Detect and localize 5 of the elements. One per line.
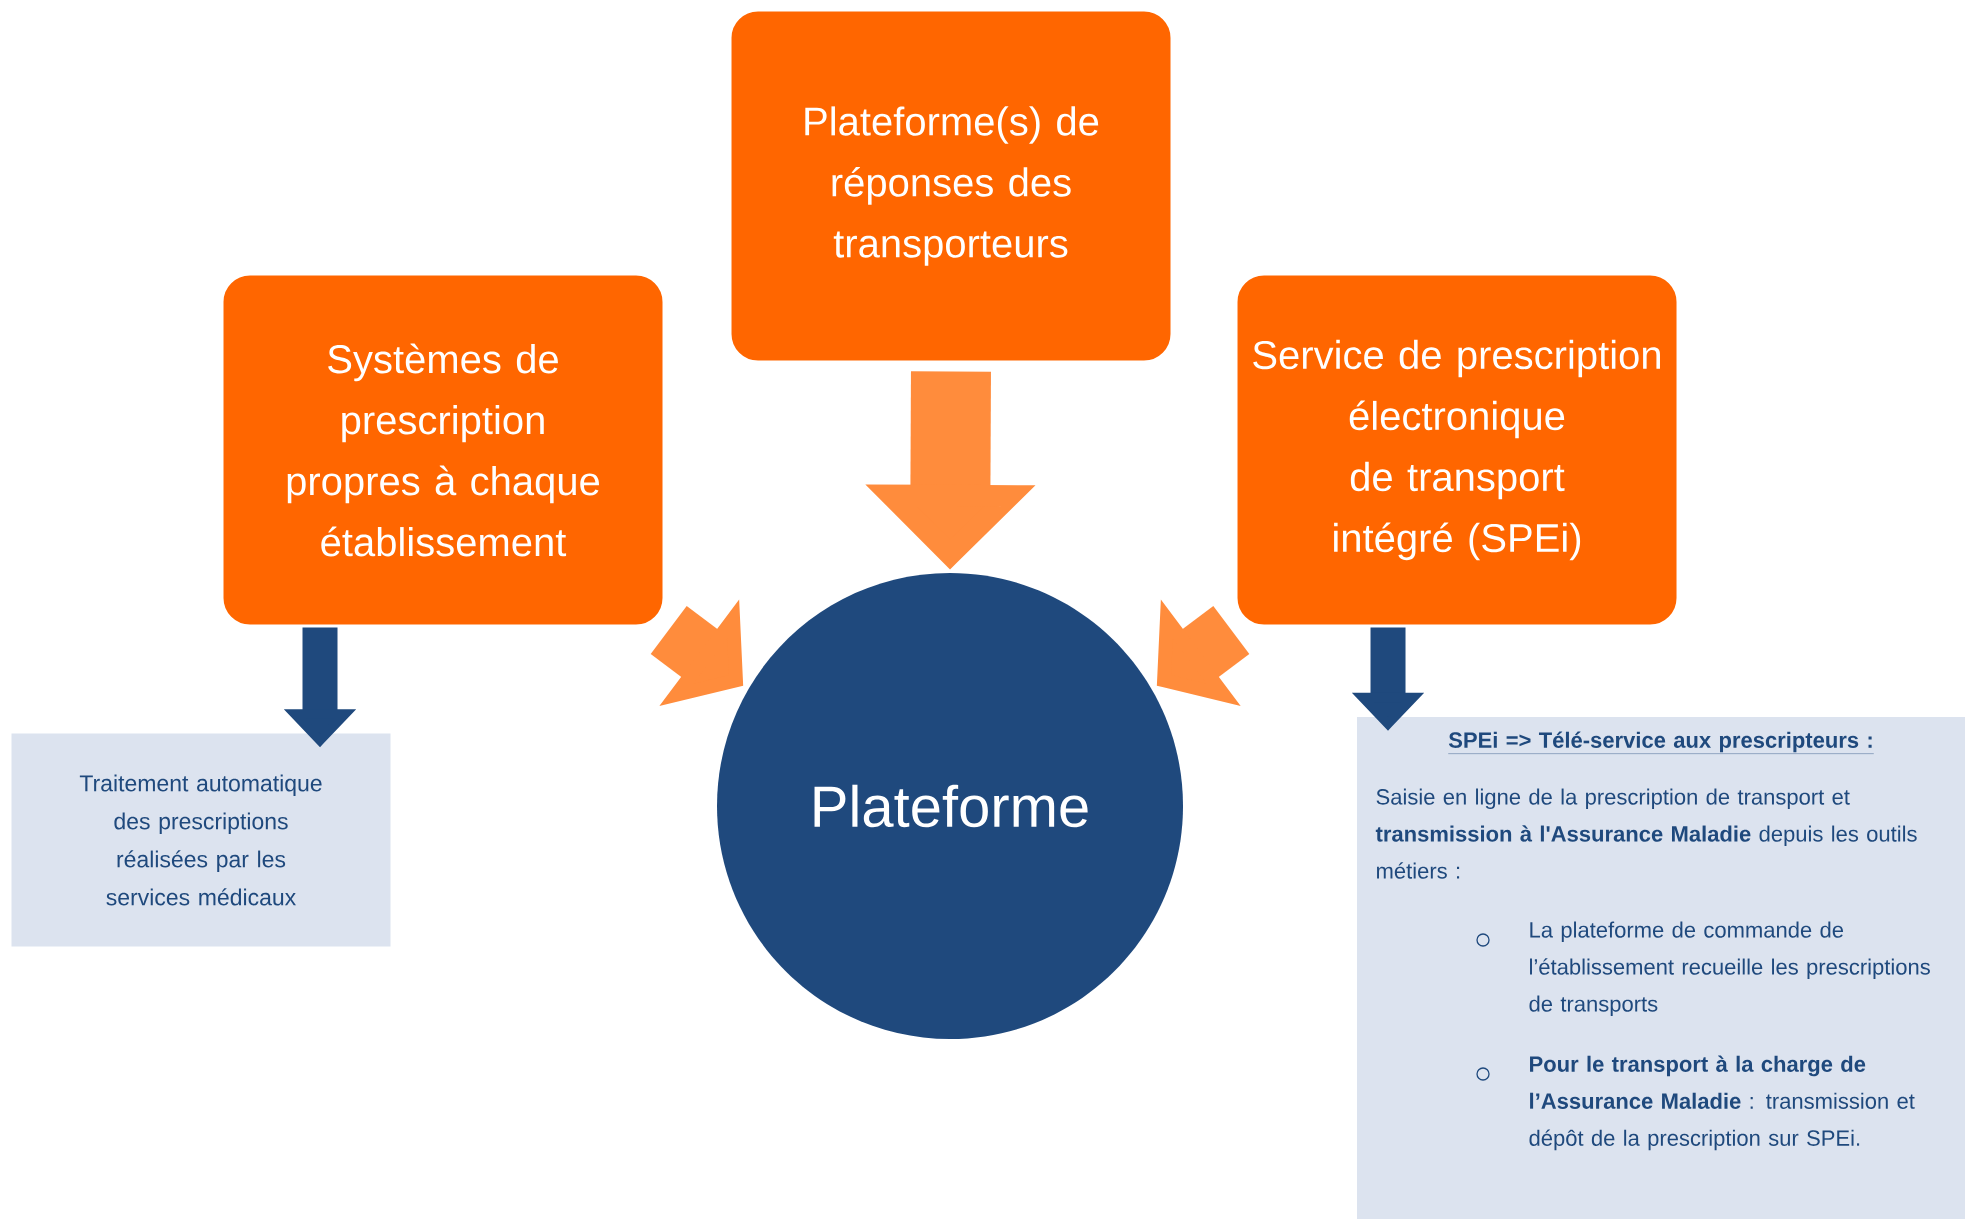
process-box: Plateforme(s) de réponses des transporteurs [728, 8, 1174, 364]
process-box: Service de prescription électronique de transport intégré (SPEi) [1234, 272, 1680, 628]
note-box: Traitement automatique des prescriptions réalisées par les services médicaux [11, 733, 391, 947]
info-panel: SPEi => Télé-service aux prescripteurs : Saisie en ligne de la prescription de transport et transmission à l'Assurance Maladie depuis les outils métiers : La plateforme de commande de l’établissement recueille les prescriptions de transports Pour le transport à la charge de l’Assurance Maladie : transmission et dépôt de la prescription sur SPEi. [1357, 717, 1965, 1219]
process-box: Systèmes de prescription propres à chaque établissement [220, 272, 666, 628]
